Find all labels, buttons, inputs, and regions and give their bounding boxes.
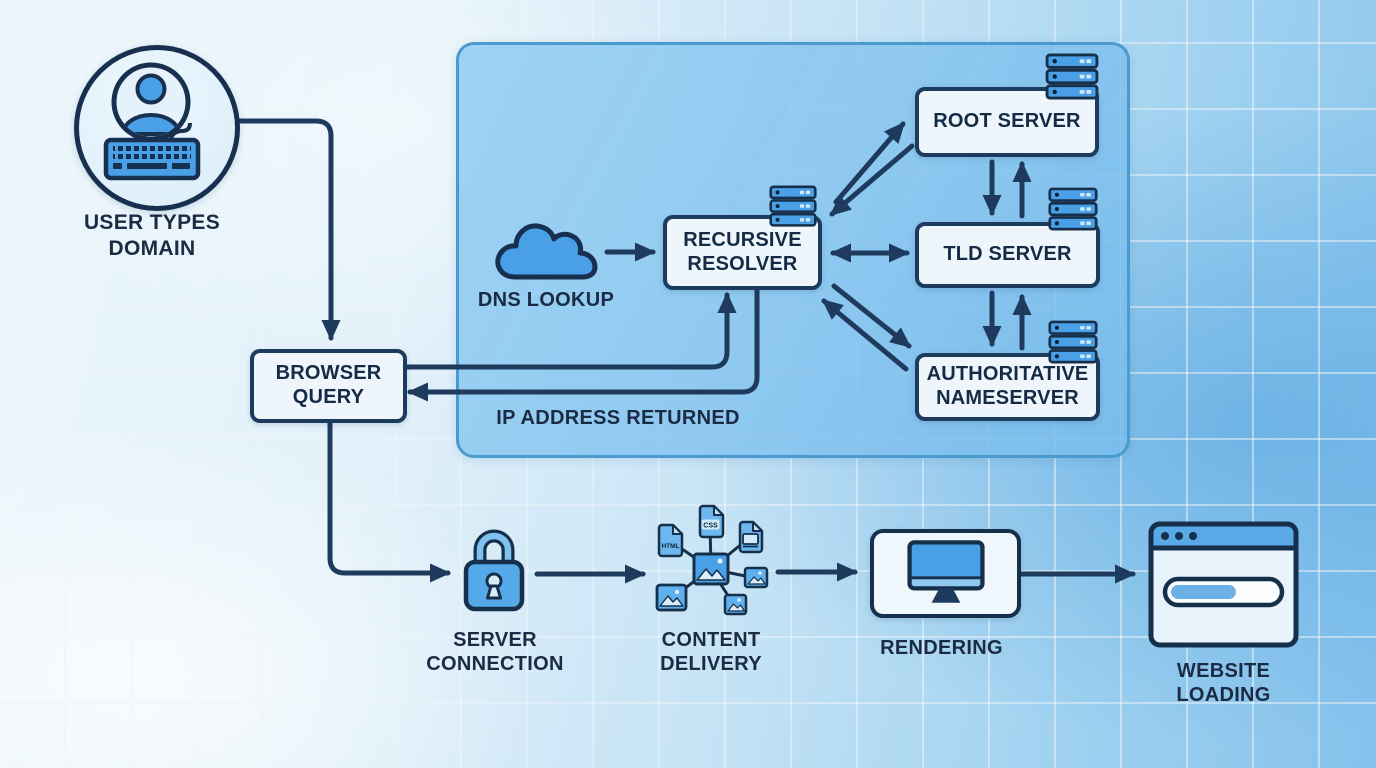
media-file-icon (738, 520, 764, 554)
arrow-browser-query-to-server-connection (327, 416, 451, 583)
browser-query-box: BROWSER QUERY (250, 349, 407, 423)
root-server-box: ROOT SERVER (915, 87, 1099, 157)
html-badge: HTML (661, 543, 679, 550)
content-delivery-label: CONTENT DELIVERY (660, 629, 762, 676)
website-loading-label: WEBSITE LOADING (1176, 660, 1271, 707)
ip-address-returned-label: IP ADDRESS RETURNED (496, 407, 740, 429)
server-connection-label: SERVER CONNECTION (426, 629, 564, 676)
lock-icon (463, 529, 525, 612)
authoritative-nameserver-box: AUTHORITATIVE NAMESERVER (915, 353, 1100, 421)
dns-cloud-icon (495, 223, 598, 280)
server-rack-icon (1045, 53, 1099, 100)
tld-server-box: TLD SERVER (915, 222, 1100, 288)
content-delivery-cluster: HTML CSS (655, 504, 769, 616)
image-hub-icon (692, 552, 730, 586)
server-rack-icon (1048, 320, 1098, 364)
user-avatar-icon (111, 62, 191, 142)
recursive-resolver-label: RECURSIVE RESOLVER (683, 228, 802, 275)
html-file-icon: HTML (657, 523, 684, 558)
tld-server-label: TLD SERVER (943, 243, 1072, 266)
image-file-icon (743, 566, 769, 589)
css-badge: CSS (703, 523, 718, 530)
browser-query-label: BROWSER QUERY (275, 362, 382, 408)
arrow-user-to-browser-query (231, 118, 341, 341)
server-rack-icon (769, 185, 817, 227)
image-file-icon (655, 583, 688, 612)
keyboard-cable (168, 122, 192, 141)
rendering-label: RENDERING (880, 637, 1003, 659)
server-rack-icon (1048, 187, 1098, 231)
window-dots (1161, 532, 1197, 540)
rendering-box (870, 529, 1021, 618)
user-typing-icon (103, 62, 201, 181)
keyboard-icon (103, 137, 201, 181)
root-server-label: ROOT SERVER (933, 110, 1081, 133)
css-file-icon: CSS (698, 504, 725, 539)
loading-bar (1162, 576, 1285, 608)
user-label: USER TYPES DOMAIN (83, 211, 221, 260)
browser-window-icon (1148, 521, 1299, 648)
authoritative-nameserver-label: AUTHORITATIVE NAMESERVER (926, 363, 1089, 409)
image-file-icon (723, 593, 748, 616)
monitor-icon (906, 539, 985, 603)
